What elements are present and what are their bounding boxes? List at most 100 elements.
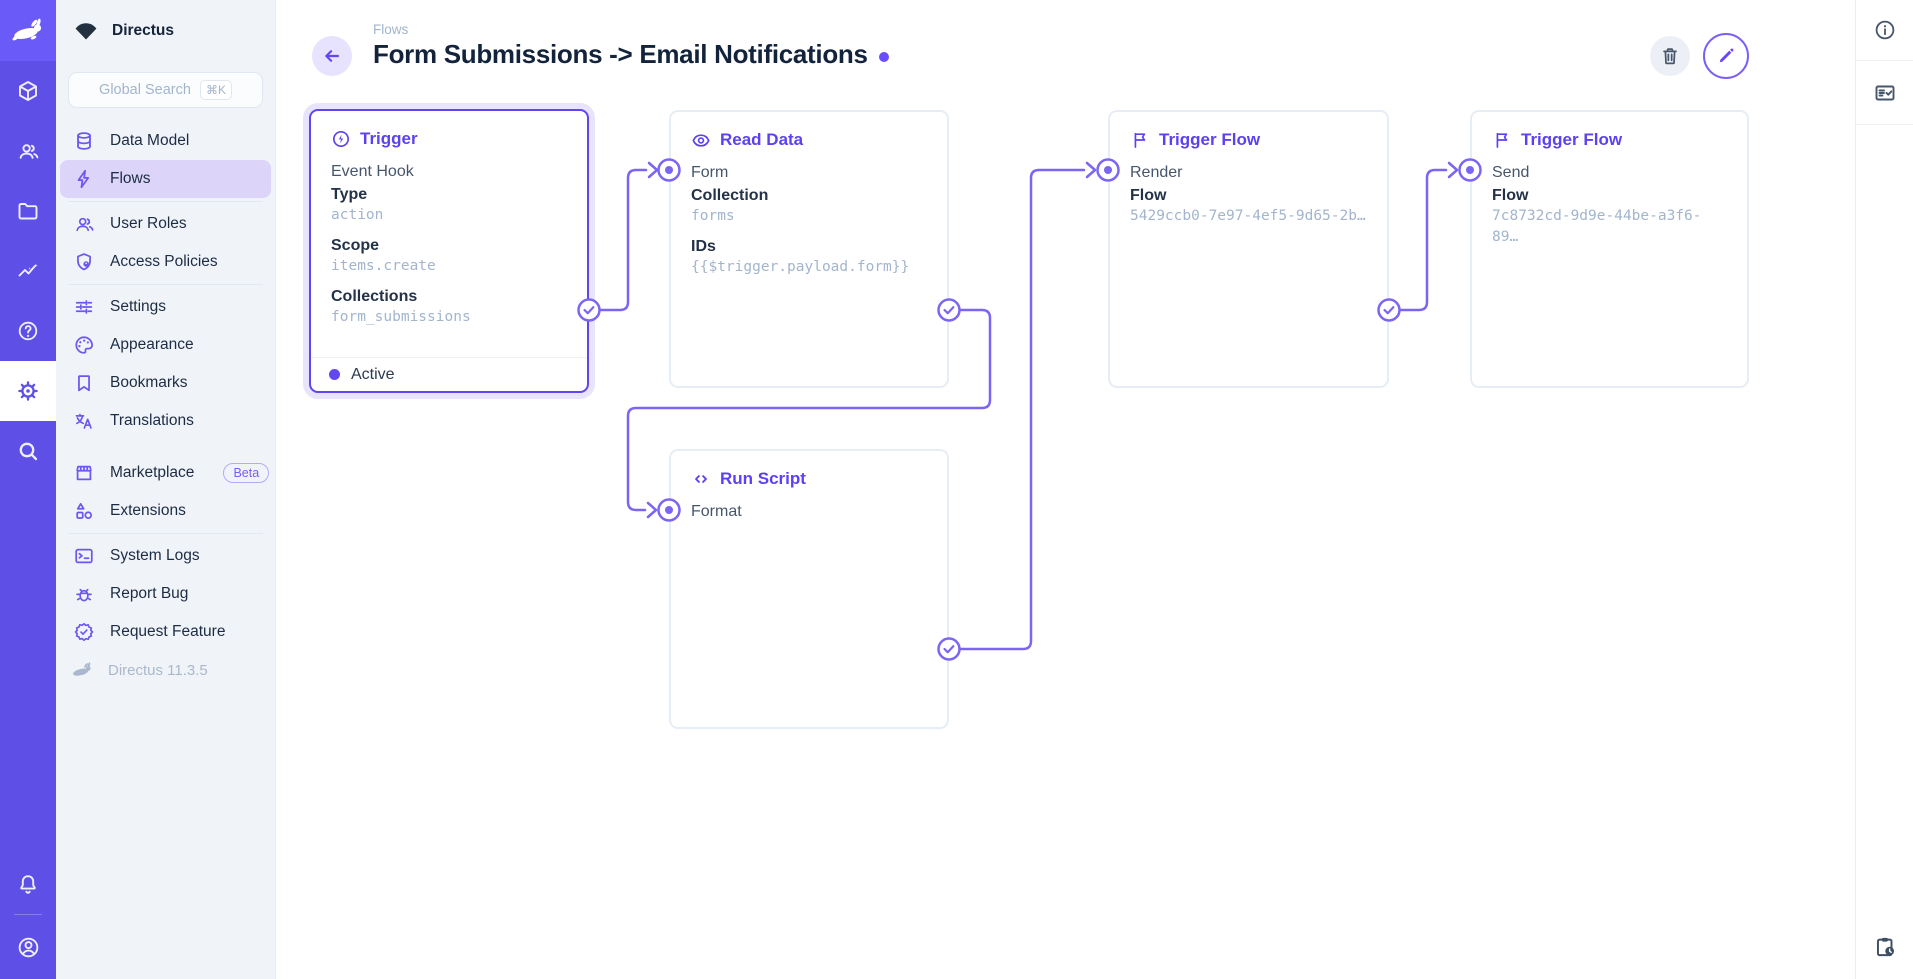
node-name: Event Hook — [331, 163, 414, 180]
logs-sidebar-button[interactable] — [1856, 61, 1913, 124]
sidebar-item-user-roles[interactable]: User Roles — [60, 205, 271, 243]
bookmark-icon — [73, 372, 95, 394]
sidebar-item-label: Bookmarks — [110, 374, 188, 391]
node-run-script[interactable]: Run Script Format — [669, 449, 949, 729]
help-icon — [16, 319, 40, 343]
pending-revisions-button[interactable] — [1856, 915, 1913, 979]
sidebar-item-marketplace[interactable]: Marketplace Beta — [60, 454, 271, 492]
node-trigger-flow-render[interactable]: Trigger Flow Render Flow 5429ccb0-7e97-4… — [1108, 110, 1389, 388]
beta-badge: Beta — [223, 463, 270, 483]
sidebar-item-label: System Logs — [110, 547, 200, 564]
search-placeholder: Global Search — [99, 82, 191, 98]
sidebar-item-access-policies[interactable]: Access Policies — [60, 243, 271, 281]
wire-arrowhead — [1085, 161, 1097, 179]
node-title: Trigger Flow — [1159, 130, 1261, 149]
notifications-button[interactable] — [0, 854, 56, 914]
gear-icon — [16, 379, 40, 403]
module-search[interactable] — [0, 421, 56, 481]
tune-icon — [73, 296, 95, 318]
field-label: Flow — [1492, 187, 1529, 204]
module-files[interactable] — [0, 181, 56, 241]
flow-canvas[interactable]: Trigger Event Hook Type action Scope ite… — [276, 0, 1855, 979]
sidebar-item-data-model[interactable]: Data Model — [60, 122, 271, 160]
nav-divider — [68, 201, 263, 202]
directus-rabbit-logo-icon — [10, 18, 46, 44]
right-sidebar-divider — [1856, 124, 1913, 125]
project-name: Directus — [112, 22, 175, 39]
sidebar-item-settings[interactable]: Settings — [60, 288, 271, 326]
nav-sidebar: Directus Global Search ⌘K Data Model — [56, 0, 276, 979]
sidebar-item-translations[interactable]: Translations — [60, 402, 271, 440]
arrow-left-icon — [321, 45, 343, 67]
sidebar-item-system-logs[interactable]: System Logs — [60, 537, 271, 575]
trash-icon — [1659, 45, 1681, 67]
wire-render-to-send — [1387, 168, 1448, 312]
version-label: Directus 11.3.5 — [108, 661, 208, 679]
sidebar-item-request-feature[interactable]: Request Feature — [60, 613, 271, 651]
shield-lock-icon — [73, 251, 95, 273]
extensions-icon — [73, 500, 95, 522]
sidebar-item-label: Flows — [110, 170, 151, 187]
node-trigger[interactable]: Trigger Event Hook Type action Scope ite… — [309, 109, 589, 393]
user-avatar-button[interactable] — [0, 915, 56, 979]
field-label: Collections — [331, 288, 418, 305]
field-label: IDs — [691, 238, 716, 255]
sidebar-item-label: Settings — [110, 298, 167, 315]
back-button[interactable] — [312, 36, 352, 76]
pencil-icon — [1715, 45, 1737, 67]
nav-divider — [68, 284, 263, 285]
directus-logo-button[interactable] — [0, 0, 56, 61]
people-icon — [16, 139, 40, 163]
breadcrumb: Flows — [373, 22, 409, 37]
bolt-icon — [73, 168, 95, 190]
trigger-status: Active — [311, 357, 587, 391]
node-name: Send — [1492, 164, 1530, 181]
global-search-input[interactable]: Global Search ⌘K — [68, 72, 263, 108]
box-icon — [16, 79, 40, 103]
node-read-data[interactable]: Read Data Form Collection forms IDs {{$t… — [669, 110, 949, 388]
node-title: Trigger — [360, 129, 418, 148]
field-value: form_submissions — [331, 309, 471, 325]
node-title: Trigger Flow — [1521, 130, 1623, 149]
module-users[interactable] — [0, 121, 56, 181]
field-label: Collection — [691, 187, 769, 204]
translate-icon — [73, 410, 95, 432]
info-icon — [1873, 18, 1897, 42]
header-actions — [1650, 33, 1749, 79]
info-sidebar-button[interactable] — [1856, 0, 1913, 60]
module-content[interactable] — [0, 61, 56, 121]
module-insights[interactable] — [0, 241, 56, 301]
module-settings[interactable] — [0, 361, 56, 421]
wire-arrowhead — [647, 161, 659, 179]
storefront-icon — [73, 462, 95, 484]
field-value: 7c8732cd-9d9e-44be-a3f6-89… — [1492, 208, 1702, 245]
module-help[interactable] — [0, 301, 56, 361]
flow-canvas-area: Flows Form Submissions -> Email Notifica… — [276, 0, 1855, 979]
field-label: Flow — [1130, 187, 1167, 204]
page-title: Form Submissions -> Email Notifications — [373, 39, 868, 69]
sidebar-item-label: Appearance — [110, 336, 194, 353]
field-label: Type — [331, 186, 368, 203]
database-icon — [73, 130, 95, 152]
delete-flow-button[interactable] — [1650, 36, 1690, 76]
wire-run-script-to-render — [947, 168, 1086, 651]
account-circle-icon — [16, 935, 41, 960]
sidebar-item-extensions[interactable]: Extensions — [60, 492, 271, 530]
edit-flow-button[interactable] — [1703, 33, 1749, 79]
sidebar-item-flows[interactable]: Flows — [60, 160, 271, 198]
bolt-circle-icon — [331, 129, 351, 149]
node-title: Run Script — [720, 469, 806, 488]
node-trigger-flow-send[interactable]: Trigger Flow Send Flow 7c8732cd-9d9e-44b… — [1470, 110, 1749, 388]
right-sidebar-spacer — [1856, 125, 1913, 915]
people-icon — [73, 213, 95, 235]
sidebar-item-report-bug[interactable]: Report Bug — [60, 575, 271, 613]
right-sidebar-divider — [1856, 60, 1913, 61]
sidebar-item-appearance[interactable]: Appearance — [60, 326, 271, 364]
field-label: Scope — [331, 237, 380, 254]
directus-rabbit-gray-icon — [70, 661, 94, 679]
terminal-icon — [73, 545, 95, 567]
sidebar-item-bookmarks[interactable]: Bookmarks — [60, 364, 271, 402]
node-name: Format — [691, 503, 742, 520]
status-dot — [329, 369, 340, 380]
